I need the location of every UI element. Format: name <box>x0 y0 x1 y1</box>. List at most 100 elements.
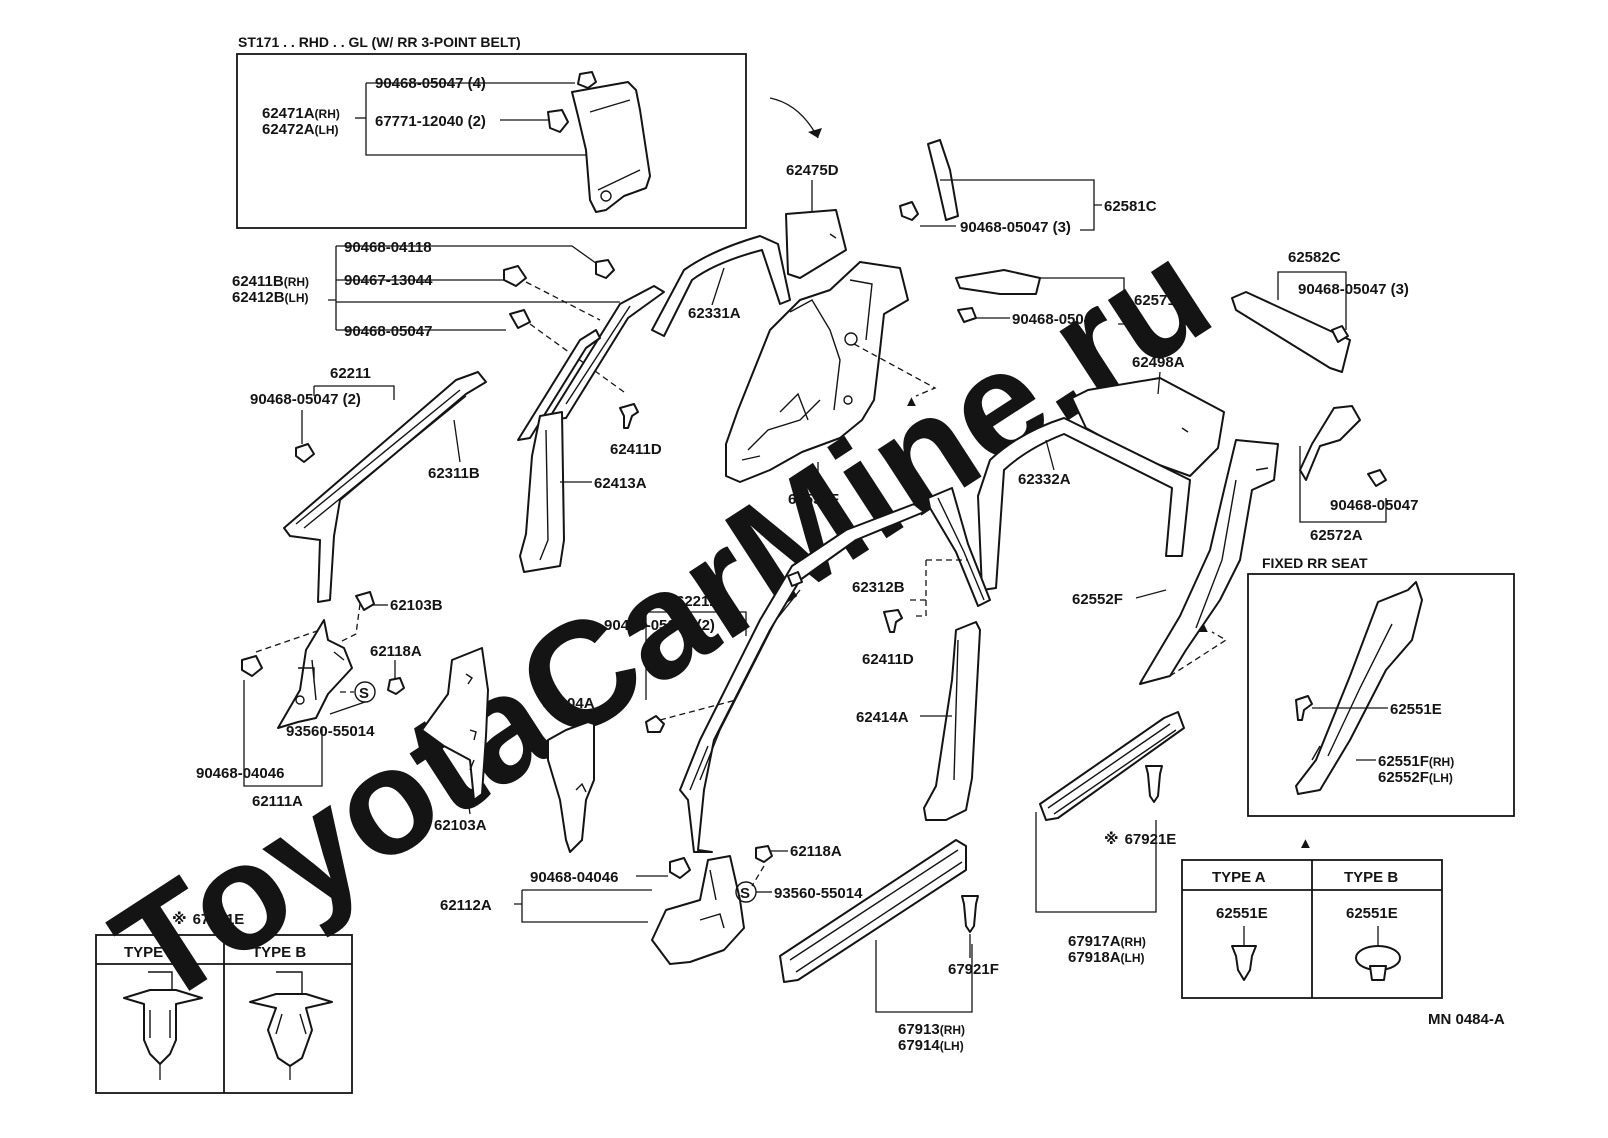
label-93560-55014-b: 93560-55014 <box>774 885 863 902</box>
type-table-left: ※67921E TYPE A TYPE B <box>95 910 353 1094</box>
label-62311B: 62311B <box>428 465 480 482</box>
label-90468-04118: 90468-04118 <box>344 239 432 256</box>
inset-box: ST171 . . RHD . . GL (W/ RR 3-POINT BELT… <box>236 34 747 229</box>
label-90468-04046-b: 90468-04046 <box>530 869 618 886</box>
label-90468-05047-4: 90468-05047 (4) <box>375 75 486 92</box>
clip <box>577 71 597 89</box>
label-90468-05047-c: 90468-05047 <box>1330 497 1418 514</box>
label-62413A: 62413A <box>594 475 647 492</box>
clip-type-a-62551E <box>1231 945 1257 981</box>
tri-marker-1: ▲ <box>904 393 919 410</box>
clip <box>669 857 691 879</box>
label-62118A-a: 62118A <box>370 643 422 660</box>
label-62112A: 62112A <box>440 897 492 914</box>
fastener-type-b <box>249 993 333 1067</box>
part-62572A <box>1299 405 1361 481</box>
s-marker-a: S <box>359 685 369 702</box>
fastener-67921E <box>1145 765 1163 803</box>
label-67771-12040-2: 67771-12040 (2) <box>375 113 486 130</box>
label-62551E-a: 62551E <box>1390 701 1442 718</box>
label-90468-05047-2a: 90468-05047 (2) <box>250 391 361 408</box>
part-62112A <box>651 855 745 965</box>
part-62551F <box>725 261 909 483</box>
clip-62103B <box>355 591 375 611</box>
label-62312B: 62312B <box>852 579 905 596</box>
label-90468-04046-a: 90468-04046 <box>196 765 284 782</box>
label-67921E-a: ※67921E <box>1104 830 1176 848</box>
part-62552F <box>1139 439 1279 685</box>
part-62104A <box>547 721 595 853</box>
part-62311B <box>283 371 487 603</box>
part-62332A <box>977 417 1191 591</box>
clip <box>957 307 977 323</box>
part-62331A <box>651 235 791 337</box>
label-93560-55014-a: 93560-55014 <box>286 723 375 740</box>
fastener-67921F <box>961 895 979 933</box>
part-62551F-seat <box>1295 581 1423 795</box>
label-62571A: 62571A <box>1134 292 1187 309</box>
part-62582C <box>1231 291 1351 373</box>
label-62332A: 62332A <box>1018 471 1071 488</box>
label-62551F: 62551F <box>788 491 839 508</box>
clip <box>645 715 665 733</box>
screw-62411D <box>619 403 639 429</box>
s-marker-b: S <box>740 885 750 902</box>
label-62551E-b: 62551E <box>1216 905 1268 922</box>
clip <box>241 655 263 677</box>
fixed-rr-seat-box: FIXED RR SEAT 62551E 62551F(RH) 62552F(L… <box>1247 555 1515 817</box>
clip <box>595 259 615 279</box>
label-90467-13044: 90467-13044 <box>344 272 433 289</box>
grommet <box>547 109 569 133</box>
label-62552F-lh: 62552F(LH) <box>1378 769 1453 786</box>
label-62111A: 62111A <box>252 793 303 810</box>
label-62551F-rh: 62551F(RH) <box>1378 753 1454 770</box>
label-62103A: 62103A <box>434 817 487 834</box>
label-62551E-c: 62551E <box>1346 905 1398 922</box>
type-a-label-left: TYPE A <box>124 944 178 961</box>
part-62475D <box>785 209 847 279</box>
label-62412B: 62412B(LH) <box>232 289 309 306</box>
clip <box>899 201 919 221</box>
type-b-label-left: TYPE B <box>252 944 306 961</box>
label-62411D-b: 62411D <box>862 651 914 668</box>
label-67913: 67913(RH) <box>898 1021 965 1038</box>
type-a-label-right: TYPE A <box>1212 869 1266 886</box>
tri-marker-3: ▲ <box>1298 835 1313 852</box>
clip <box>1367 469 1387 487</box>
label-62552F-a: 62552F <box>1072 591 1123 608</box>
part-62111A <box>277 619 353 729</box>
part-62411B-strip <box>517 329 601 441</box>
type-table-right: ▲ TYPE A TYPE B 62551E 62551E <box>1181 835 1443 999</box>
clip-62551E <box>1295 695 1313 721</box>
label-67917A: 67917A(RH) <box>1068 933 1146 950</box>
label-62211: 62211 <box>330 365 371 382</box>
label-90468-05047-3b: 90468-05047 (3) <box>1298 281 1409 298</box>
clip <box>787 571 803 587</box>
label-62104A: 62104A <box>542 695 595 712</box>
label-67921E-b: ※67921E <box>172 910 244 928</box>
clip <box>509 309 531 329</box>
part-62413A <box>519 411 565 573</box>
diagram-code: MN 0484-A <box>1428 1011 1505 1028</box>
label-62581C: 62581C <box>1104 198 1157 215</box>
label-62212: 62212 <box>676 593 718 610</box>
screw-62411D-b <box>883 609 903 633</box>
clip <box>295 443 315 463</box>
fixed-rr-seat-header: FIXED RR SEAT <box>1262 555 1368 571</box>
arrow-head <box>808 128 822 138</box>
clip <box>503 265 527 287</box>
clip <box>1331 325 1349 343</box>
label-67921F: 67921F <box>948 961 999 978</box>
label-62118A-b: 62118A <box>790 843 842 860</box>
label-62475D: 62475D <box>786 162 839 179</box>
label-62471A: 62471A(RH) <box>262 105 340 122</box>
label-62103B: 62103B <box>390 597 443 614</box>
type-b-label-right: TYPE B <box>1344 869 1398 886</box>
label-62411B: 62411B(RH) <box>232 273 309 290</box>
label-62572A: 62572A <box>1310 527 1363 544</box>
part-67913 <box>779 839 967 983</box>
part-62411B <box>547 285 665 421</box>
label-62331A: 62331A <box>688 305 741 322</box>
label-90468-05047-a: 90468-05047 <box>344 323 432 340</box>
